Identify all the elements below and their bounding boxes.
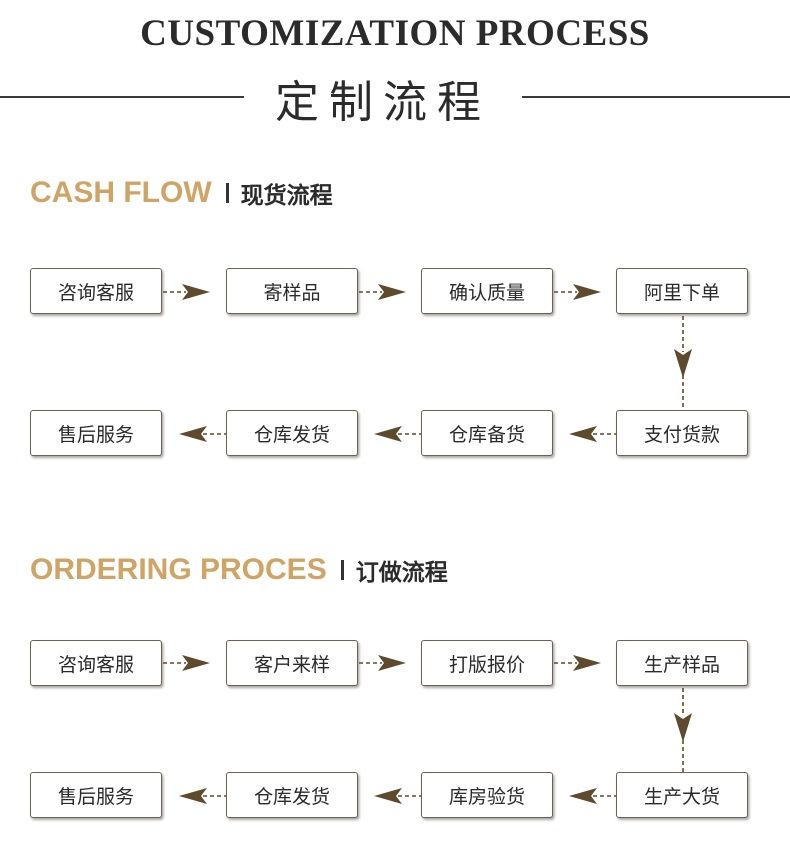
flow-step-box: 售后服务 [30,410,162,456]
arrow-left-icon [374,426,402,442]
flow-step-box: 阿里下单 [616,268,748,314]
flow-step-box: 库房验货 [421,772,553,818]
section-title-en: ORDERING PROCES [30,553,327,586]
arrow-right-icon [573,655,601,671]
flow-step-box: 咨询客服 [30,268,162,314]
section-heading-cash-flow: CASH FLOW 现货流程 [30,175,333,211]
section-title-cn: 现货流程 [240,183,333,209]
title-divider-left [0,96,244,98]
arrow-right-icon [182,284,210,300]
section-title-cn: 订做流程 [355,560,448,586]
flow-step-box: 生产样品 [616,640,748,686]
arrow-left-icon [374,788,402,804]
heading-separator [225,183,229,203]
arrow-left-icon [179,426,207,442]
flow-step-box: 打版报价 [421,640,553,686]
arrow-left-icon [179,788,207,804]
arrow-right-icon [378,284,406,300]
heading-separator [340,560,344,580]
arrow-left-icon [569,426,597,442]
page-title-en: CUSTOMIZATION PROCESS [140,13,650,54]
flow-step-box: 仓库发货 [226,772,358,818]
flow-step-box: 仓库备货 [421,410,553,456]
arrow-right-icon [182,655,210,671]
flow-step-box: 咨询客服 [30,640,162,686]
flow-step-box: 仓库发货 [226,410,358,456]
flow-step-box: 售后服务 [30,772,162,818]
page-title-cn: 定制流程 [275,77,491,128]
arrow-down-icon [674,349,692,378]
flow-step-box: 寄样品 [226,268,358,314]
section-heading-ordering-process: ORDERING PROCES 订做流程 [30,552,448,588]
arrow-right-icon [573,284,601,300]
section-title-en: CASH FLOW [30,176,212,209]
flow-step-box: 生产大货 [616,772,748,818]
title-divider-right [522,96,790,98]
flow-step-box: 客户来样 [226,640,358,686]
flow-step-box: 确认质量 [421,268,553,314]
flow-step-box: 支付货款 [616,410,748,456]
arrow-left-icon [569,788,597,804]
arrow-down-icon [674,713,692,742]
arrow-right-icon [378,655,406,671]
